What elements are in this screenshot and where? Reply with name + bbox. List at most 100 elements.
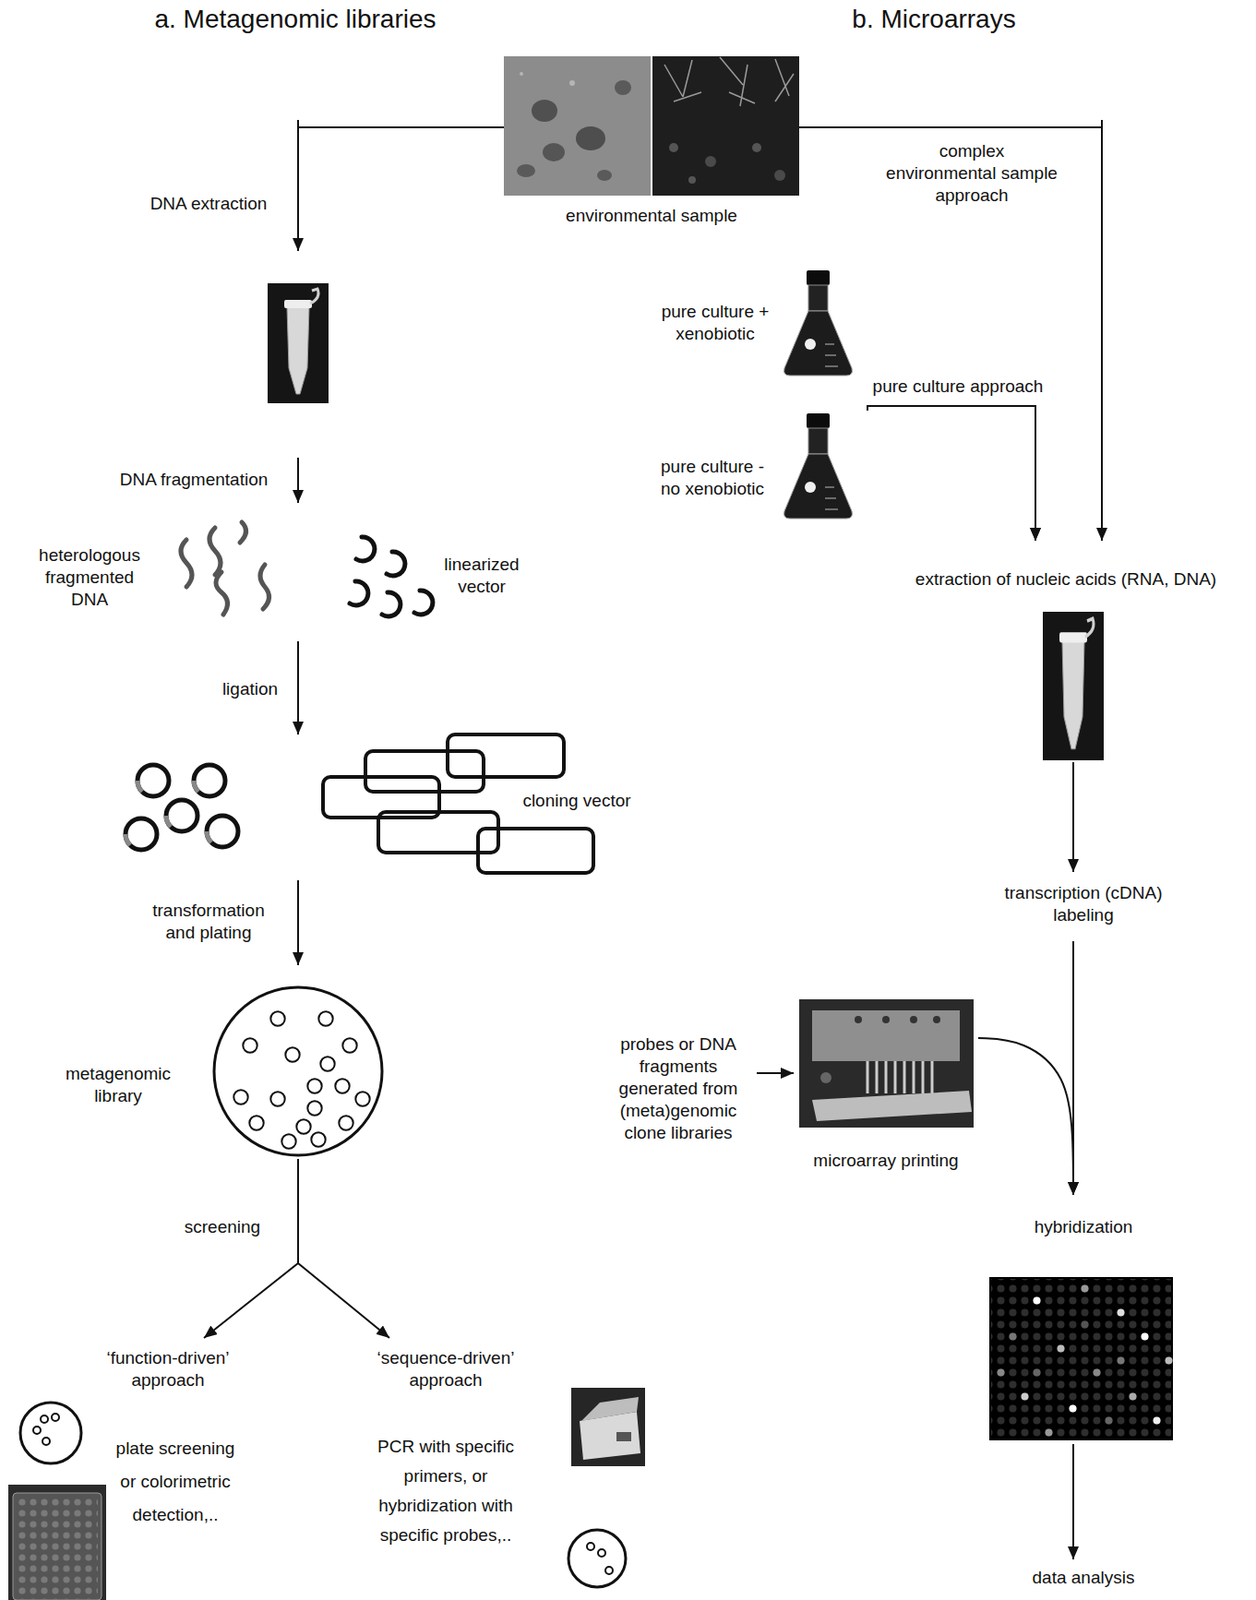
edge-label: transformation and plating: [139, 899, 278, 945]
plasmid-ring: [166, 800, 198, 832]
tube-photo: [267, 283, 329, 404]
process-step: extraction of nucleic acids (RNA, DNA): [891, 540, 1243, 763]
library-plate: [307, 1100, 322, 1115]
screening-plate: [568, 1530, 626, 1588]
library-plate: [342, 1038, 357, 1053]
microarray-image: [997, 1369, 1005, 1377]
environmental-photo: [575, 126, 606, 151]
printer-photo: [882, 1016, 890, 1024]
printer-photo: [854, 1016, 862, 1024]
flask-photo: [784, 413, 853, 519]
environmental-photo: [503, 56, 651, 196]
plasmid-ring: [193, 765, 226, 797]
library-plate: [318, 1011, 333, 1026]
edge-label: DNA fragmentation: [106, 468, 282, 491]
printer-photo: [812, 1010, 960, 1062]
environmental-photo: [569, 80, 575, 86]
plasmid-ring: [125, 818, 157, 850]
environmental-photo: [503, 56, 800, 196]
vector-group: cloning vector: [110, 734, 646, 881]
microarray-image: [1141, 1333, 1149, 1341]
node-label: ‘function-driven’ approach: [87, 1347, 250, 1392]
library-plate: [334, 1078, 349, 1093]
screening-plate: [586, 1543, 595, 1551]
node-label: microarray printing: [802, 1149, 969, 1173]
linear-vector: [356, 537, 375, 562]
node-label: metagenomic library: [58, 1063, 179, 1108]
printer-photo: [812, 1090, 972, 1122]
flask-culture: pure culture + xenobiotic: [645, 267, 873, 407]
array-image: hybridization: [982, 1195, 1182, 1445]
approach-box: ‘sequence-driven’ approachPCR with speci…: [313, 1338, 665, 1597]
sample-photo: environmental sample: [503, 56, 800, 232]
microarray-image: [1165, 1357, 1173, 1365]
tube-photo: [267, 283, 1104, 761]
flow-arrow: [297, 457, 300, 503]
dna-fragment: [260, 564, 270, 610]
cosmid-vector: [478, 828, 594, 874]
environmental-photo: [705, 155, 717, 168]
library-plate: [338, 1115, 353, 1130]
library-plate: [242, 1038, 257, 1053]
microarray-image: [1021, 1393, 1029, 1401]
node-label: extraction of nucleic acids (RNA, DNA): [894, 568, 1238, 591]
flow-arrow: [203, 1159, 299, 1339]
microarray-image: [989, 1277, 1173, 1441]
fragments-group: heterologous fragmented DNAlinearized ve…: [18, 502, 536, 642]
flow-arrow: [298, 1159, 390, 1339]
environmental-photo: [664, 57, 794, 107]
dna-fragment: [239, 522, 247, 543]
library-plate: [296, 1119, 311, 1134]
flow-arrow: [978, 1038, 1074, 1196]
pcr-machine-photo: [571, 1387, 646, 1467]
flask-culture: pure culture - no xenobiotic: [645, 410, 873, 524]
node-label: PCR with specific primers, or hybridizat…: [363, 1432, 528, 1551]
microarray-image: [1009, 1333, 1017, 1341]
screening-plate: [42, 1437, 50, 1446]
printer-photo: [933, 1016, 941, 1024]
pcr-machine-photo: [581, 1397, 639, 1422]
cosmid-vector: [447, 734, 564, 778]
pcr-machine-photo: [571, 1387, 646, 1467]
library-plate: [270, 1091, 285, 1106]
library-plate: [307, 1078, 322, 1093]
cosmid-vector: [365, 751, 484, 792]
environmental-photo: [542, 143, 565, 162]
library-plate: [270, 1011, 285, 1026]
microarray-image: [1045, 1429, 1053, 1437]
flow-arrow: [756, 1072, 794, 1075]
pcr-machine-photo: [616, 1432, 632, 1442]
environmental-photo: [519, 71, 524, 76]
linear-vector: [349, 581, 369, 606]
microarray-image: [1033, 1297, 1041, 1305]
linear-vector: [386, 551, 406, 576]
flow-arrow: [297, 641, 300, 735]
printer-photo: [799, 999, 974, 1128]
edge-label: DNA extraction: [130, 192, 288, 216]
process-step: transcription (cDNA) labeling: [987, 872, 1182, 942]
node-label: pure culture + xenobiotic: [656, 300, 775, 346]
flow-arrow: [297, 880, 300, 966]
dna-fragment: [180, 522, 270, 615]
microplate-photo: [12, 1493, 102, 1600]
flow-arrow: [1072, 1444, 1075, 1560]
linear-vector: [382, 592, 401, 617]
environmental-photo: [531, 99, 558, 122]
plasmid-ring: [137, 765, 169, 797]
library-plate: [281, 1134, 296, 1149]
microarray-image: [1081, 1321, 1089, 1329]
process-step: data analysis: [1014, 1559, 1153, 1597]
environmental-photo: [669, 143, 679, 153]
edge-label: complex environmental sample approach: [883, 140, 1061, 207]
node-label: linearized vector: [435, 553, 528, 599]
linear-vector: [414, 590, 433, 615]
printer-photo: [820, 1072, 832, 1084]
environmental-photo: [597, 169, 612, 181]
environmental-photo: [614, 80, 632, 96]
panel-heading: b. Microarrays: [795, 3, 1073, 36]
microarray-image: [1069, 1405, 1077, 1413]
screening-plate: [598, 1549, 606, 1557]
plasmid-ring: [166, 815, 171, 827]
